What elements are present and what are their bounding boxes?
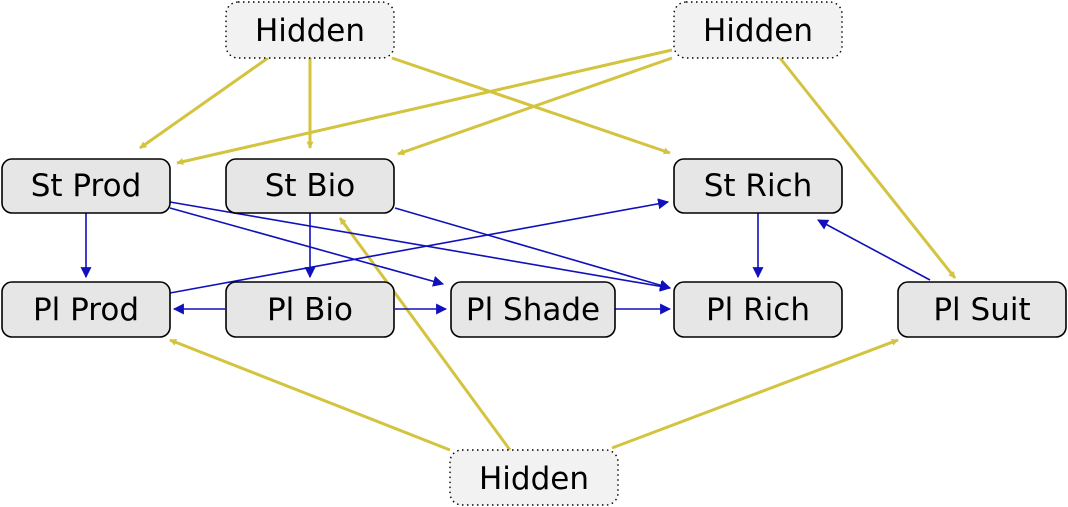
edge-hidden-b-to-pl-prod	[169, 338, 451, 452]
edge-hidden-tr-to-st-bio	[397, 56, 673, 156]
node-label: Pl Shade	[466, 292, 600, 328]
edge-st-prod-to-pl-shade	[169, 207, 445, 287]
hidden-node-label: Hidden	[479, 461, 589, 497]
edge-hidden-tl-to-st-prod	[139, 56, 269, 150]
latent-edges	[139, 48, 957, 452]
edge-hidden-tl-to-st-rich	[391, 56, 671, 155]
node-label: Pl Suit	[933, 292, 1030, 328]
hidden-node-label: Hidden	[703, 13, 813, 49]
node-pl-rich[interactable]: Pl Rich	[673, 281, 843, 338]
hidden-node-bottom[interactable]: Hidden	[449, 449, 619, 506]
causal-edges	[80, 198, 931, 315]
node-pl-bio[interactable]: Pl Bio	[225, 281, 395, 338]
node-st-rich[interactable]: St Rich	[673, 158, 843, 214]
edge-hidden-tr-to-st-prod	[176, 48, 673, 166]
node-label: Pl Prod	[33, 292, 139, 328]
node-pl-suit[interactable]: Pl Suit	[897, 281, 1067, 338]
node-label: St Bio	[265, 168, 356, 204]
hidden-node-top-right[interactable]: Hidden	[673, 1, 843, 59]
edge-hidden-b-to-pl-suit	[611, 338, 899, 450]
hidden-node-top-left[interactable]: Hidden	[225, 1, 395, 59]
node-pl-prod[interactable]: Pl Prod	[1, 281, 171, 338]
edge-hidden-tr-to-pl-suit	[778, 57, 957, 279]
edge-pl-suit-to-st-rich	[817, 219, 931, 281]
node-st-prod[interactable]: St Prod	[1, 158, 171, 214]
hidden-node-label: Hidden	[255, 13, 365, 49]
edge-pl-prod-to-st-rich	[169, 198, 670, 294]
node-pl-shade[interactable]: Pl Shade	[450, 281, 616, 338]
node-label: Pl Bio	[267, 292, 353, 328]
node-st-bio[interactable]: St Bio	[225, 158, 395, 214]
edge-st-prod-to-pl-rich	[169, 201, 672, 292]
node-label: St Prod	[31, 168, 142, 204]
node-label: Pl Rich	[706, 292, 810, 328]
edge-st-bio-to-pl-rich	[394, 207, 672, 291]
node-label: St Rich	[704, 168, 813, 204]
